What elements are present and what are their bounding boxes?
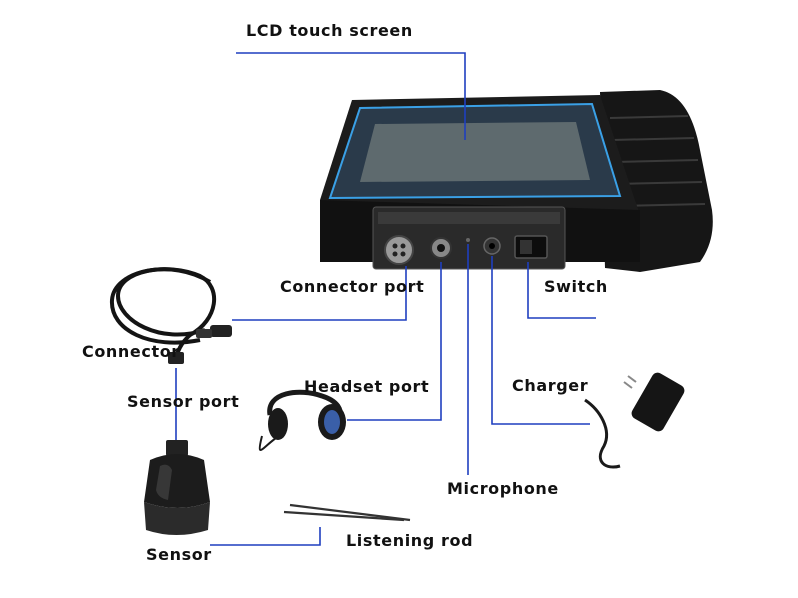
leader-listening-rod	[210, 527, 321, 546]
label-sensor: Sensor	[146, 545, 212, 564]
sensor-probe	[144, 440, 210, 535]
leader-lcd	[236, 52, 466, 140]
label-connector-port: Connector port	[280, 277, 425, 296]
detector-device	[320, 90, 713, 272]
leader-headset-port	[347, 262, 442, 421]
label-headset-port: Headset port	[304, 377, 430, 396]
listening-rod	[283, 503, 411, 522]
headset	[258, 389, 346, 451]
label-charger: Charger	[512, 376, 589, 395]
label-listening-rod: Listening rod	[346, 531, 474, 550]
microphone-hole	[466, 238, 470, 242]
connector-plug	[168, 325, 232, 364]
label-connector: Connector	[82, 342, 180, 361]
label-lcd-touch-screen: LCD touch screen	[246, 21, 413, 40]
charger-adapter	[584, 372, 685, 469]
leader-switch	[527, 262, 596, 319]
leader-charger	[491, 256, 590, 425]
lcd-screen	[360, 122, 590, 182]
label-microphone: Microphone	[447, 479, 559, 498]
leader-lines	[175, 52, 596, 546]
leader-connector-port	[232, 266, 407, 321]
label-sensor-port: Sensor port	[127, 392, 240, 411]
connector-port-socket	[384, 235, 414, 265]
label-switch: Switch	[544, 277, 608, 296]
